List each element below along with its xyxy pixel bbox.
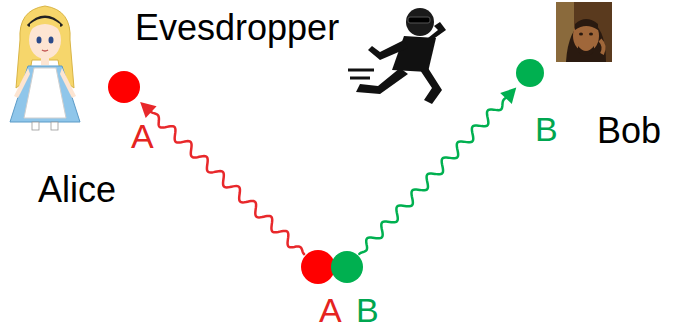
particle-label: A <box>131 119 154 153</box>
dot-shape <box>301 250 335 284</box>
photon-connector-group <box>140 102 304 254</box>
particle-label: B <box>356 293 379 327</box>
qubit-dot: A <box>301 250 335 284</box>
name-label: Bob <box>597 113 661 149</box>
dot-circle <box>108 71 140 103</box>
qubit-dot: B <box>516 59 544 87</box>
dot-circle <box>516 59 544 87</box>
wavy-connector <box>359 97 506 254</box>
dot-shape <box>331 251 363 283</box>
photon-connector-group <box>359 88 516 254</box>
dot-circle <box>331 251 363 283</box>
dot-circle <box>301 250 335 284</box>
eavesdropper-figure <box>348 8 446 104</box>
arrow-head <box>140 102 156 118</box>
bob-portrait <box>556 2 612 62</box>
qubit-dot: A <box>108 71 140 103</box>
arrow-head <box>500 88 516 104</box>
particle-label: A <box>319 293 342 327</box>
qubit-dot: B <box>331 251 363 283</box>
name-label: Evesdropper <box>135 10 339 46</box>
dot-shape <box>516 59 544 87</box>
alice-figure <box>10 6 80 130</box>
name-label: Alice <box>38 172 116 208</box>
wavy-connector <box>150 111 304 254</box>
dot-shape <box>108 71 140 103</box>
particle-label: B <box>535 112 558 146</box>
